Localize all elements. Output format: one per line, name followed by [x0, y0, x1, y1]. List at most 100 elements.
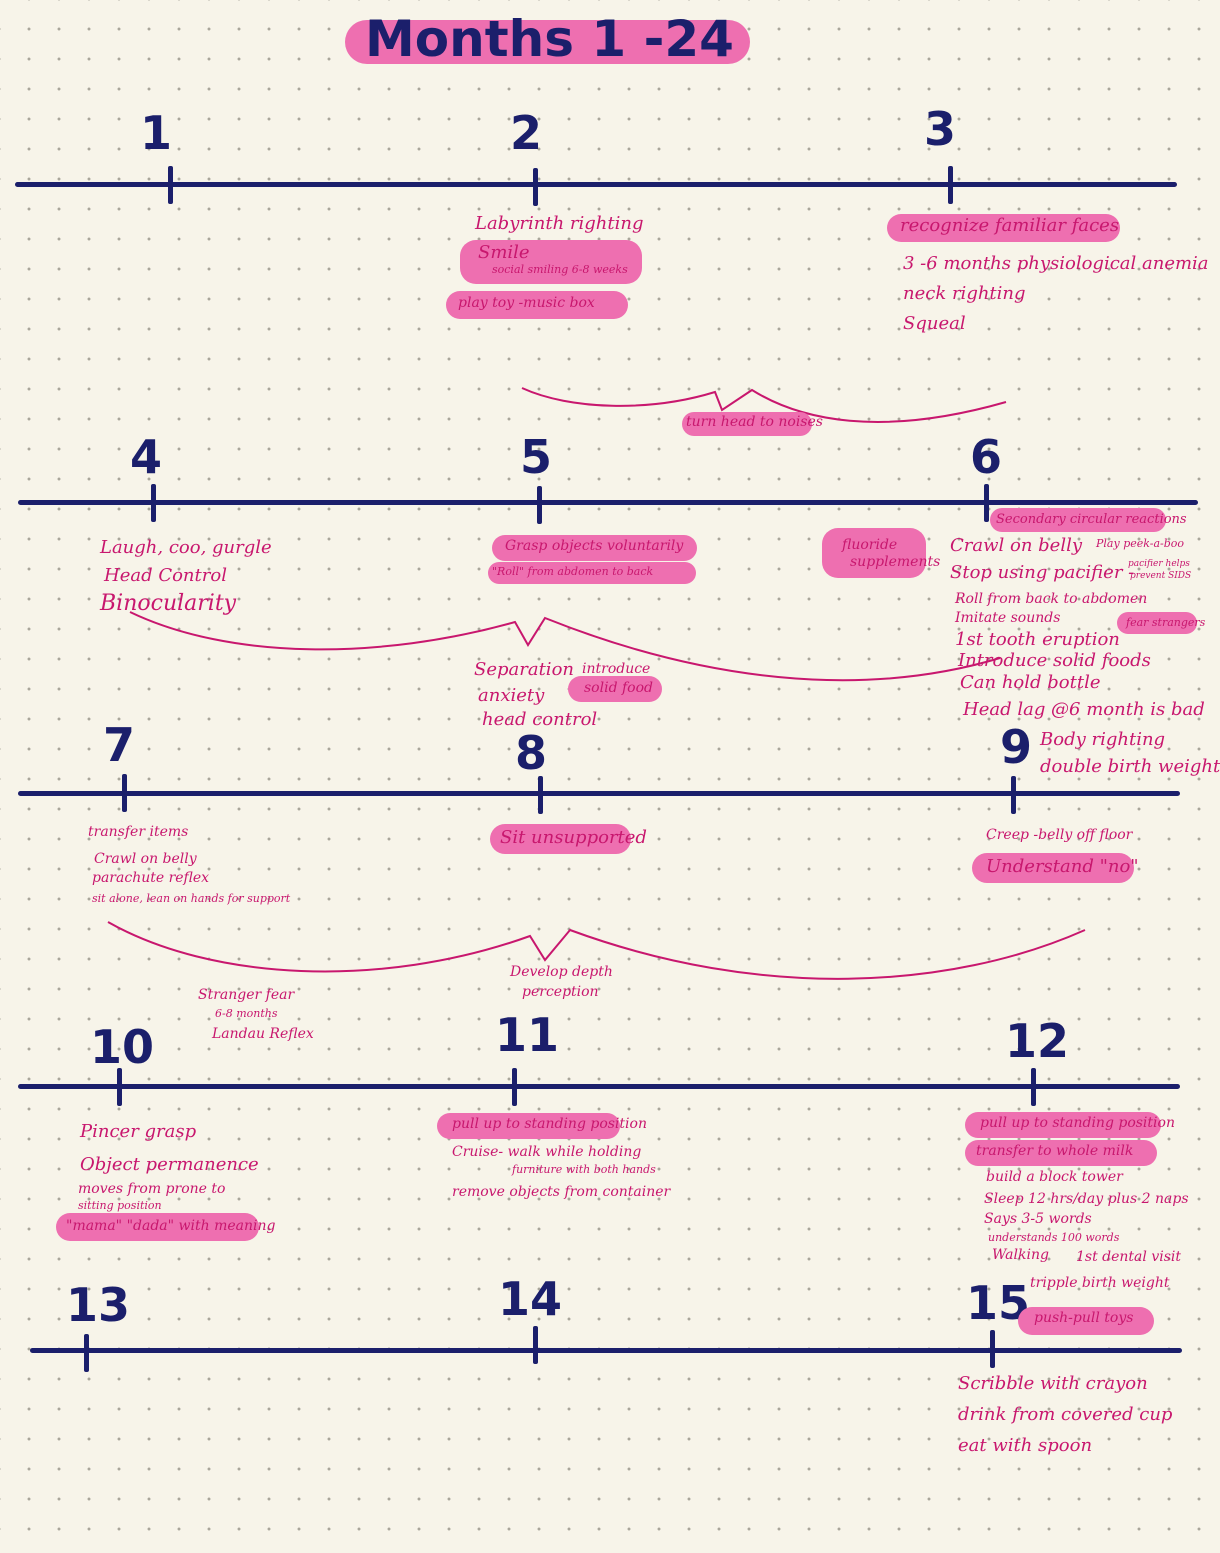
highlight	[965, 1112, 1161, 1138]
note-month15-spoon: eat with spoon	[958, 1435, 1093, 1456]
month-number-1: 1	[140, 106, 173, 160]
note-month4-laugh: Laugh, coo, gurgle	[100, 537, 272, 558]
tick-month-2	[533, 168, 538, 206]
note-month3-faces: recognize familiar faces	[900, 215, 1120, 236]
note-perception: perception	[522, 984, 599, 1000]
title-highlight	[345, 20, 750, 64]
note-month10-sitting: sitting position	[78, 1199, 162, 1212]
note-month7-parachute: parachute reflex	[92, 870, 210, 886]
month-number-14: 14	[498, 1272, 563, 1326]
note-month6-head-lag: Head lag @6 month is bad	[963, 699, 1205, 720]
timeline-axis-row5	[30, 1348, 1182, 1353]
note-landau: Landau Reflex	[212, 1026, 314, 1042]
note-month6-pacifier-helps: pacifier helps	[1128, 559, 1190, 569]
note-month6-roll: Roll from back to abdomen	[955, 591, 1148, 607]
note-month3-neck: neck righting	[903, 283, 1026, 304]
month-number-2: 2	[510, 106, 543, 160]
note-month12-walking: Walking	[992, 1247, 1049, 1263]
timeline-axis-row4	[18, 1084, 1180, 1089]
month-number-3: 3	[924, 102, 957, 156]
note-month2-toy: play toy -music box	[458, 295, 595, 311]
tick-month-9	[1011, 776, 1016, 814]
timeline-axis-row2	[18, 500, 1198, 505]
highlight	[490, 824, 631, 854]
note-separation: Separation	[474, 659, 574, 680]
tick-month-12	[1031, 1068, 1036, 1106]
month-number-4: 4	[130, 430, 163, 484]
note-month3-squeal: Squeal	[903, 313, 966, 334]
timeline-axis-row3	[18, 791, 1180, 796]
month-number-5: 5	[520, 430, 553, 484]
note-double-birth-weight: double birth weight	[1040, 756, 1220, 777]
note-month12-triple-weight: tripple birth weight	[1030, 1275, 1170, 1291]
note-month11-pull-up: pull up to standing position	[452, 1116, 647, 1132]
highlight	[965, 1140, 1157, 1166]
note-month12-whole-milk: transfer to whole milk	[976, 1143, 1134, 1159]
note-month6-tooth: 1st tooth eruption	[955, 629, 1120, 650]
note-month15-push-pull: push-pull toys	[1034, 1310, 1134, 1326]
note-body-righting: Body righting	[1040, 729, 1166, 750]
note-anxiety: anxiety	[478, 685, 545, 706]
note-month7-crawl: Crawl on belly	[94, 851, 197, 867]
highlight	[682, 412, 812, 436]
note-month7-sit-alone: sit alone, lean on hands for support	[92, 892, 291, 905]
note-month12-pull-up: pull up to standing position	[980, 1115, 1175, 1131]
note-month12-words: Says 3-5 words	[984, 1211, 1092, 1227]
note-month2-smile: Smile	[478, 242, 530, 263]
note-month12-dental: 1st dental visit	[1076, 1249, 1182, 1265]
note-month10-moves: moves from prone to	[78, 1181, 226, 1197]
tick-month-14	[533, 1326, 538, 1364]
note-month6-peekaboo: Play peek-a-boo	[1096, 537, 1184, 550]
month-number-6: 6	[970, 430, 1003, 484]
note-month12-block-tower: build a block tower	[986, 1169, 1123, 1185]
month-number-13: 13	[66, 1278, 131, 1332]
note-month6-bottle: Can hold bottle	[960, 672, 1101, 693]
tick-month-3	[948, 166, 953, 204]
note-month7-transfer: transfer items	[88, 824, 189, 840]
note-fluoride: fluoride	[842, 537, 898, 553]
highlight	[568, 676, 662, 702]
note-month5-roll: "Roll" from abdomen to back	[492, 565, 654, 578]
page-title: Months 1 -24	[365, 10, 734, 68]
month-number-7: 7	[103, 718, 136, 772]
note-month2-labyrinth: Labyrinth righting	[475, 213, 644, 234]
note-solid-food: solid food	[584, 680, 653, 696]
note-month6-solid-foods: Introduce solid foods	[958, 650, 1151, 671]
note-month10-pincer: Pincer grasp	[80, 1121, 197, 1142]
tick-month-15	[990, 1330, 995, 1368]
highlight	[1018, 1307, 1154, 1335]
timeline-axis-row1	[15, 182, 1177, 187]
note-month11-furniture: furniture with both hands	[512, 1163, 656, 1176]
tick-month-7	[122, 774, 127, 812]
month-number-12: 12	[1005, 1014, 1070, 1068]
note-month3-anemia: 3 -6 months physiological anemia	[903, 253, 1209, 274]
tick-month-1	[168, 166, 173, 204]
tick-month-6	[984, 484, 989, 522]
note-month6-fear-strangers: fear strangers	[1126, 616, 1206, 629]
note-head-control: head control	[482, 709, 598, 730]
highlight	[822, 528, 926, 578]
note-month8-sit: Sit unsupported	[500, 827, 647, 848]
tick-month-5	[537, 486, 542, 524]
tick-month-4	[151, 484, 156, 522]
tick-month-13	[84, 1334, 89, 1372]
note-month9-understand: Understand "no"	[986, 856, 1139, 877]
month-number-8: 8	[515, 726, 548, 780]
note-introduce: introduce	[582, 661, 651, 677]
note-fluoride-supplements: supplements	[850, 554, 941, 570]
highlight	[887, 214, 1120, 242]
note-month11-cruise: Cruise- walk while holding	[452, 1144, 642, 1160]
tick-month-11	[512, 1068, 517, 1106]
highlight	[990, 508, 1166, 532]
note-month4-binocularity: Binocularity	[100, 591, 237, 616]
note-month2-social-smiling: social smiling 6-8 weeks	[492, 263, 628, 276]
month-number-10: 10	[90, 1020, 155, 1074]
highlight	[488, 562, 696, 584]
note-month15-cup: drink from covered cup	[958, 1404, 1173, 1425]
note-month12-sleep: Sleep 12 hrs/day plus 2 naps	[984, 1191, 1189, 1207]
note-month6-secondary: Secondary circular reactions	[996, 512, 1187, 527]
note-stranger-fear: Stranger fear	[198, 987, 295, 1003]
note-month4-head-control: Head Control	[104, 565, 227, 586]
note-month5-grasp: Grasp objects voluntarily	[505, 538, 684, 554]
highlight	[1117, 612, 1197, 634]
